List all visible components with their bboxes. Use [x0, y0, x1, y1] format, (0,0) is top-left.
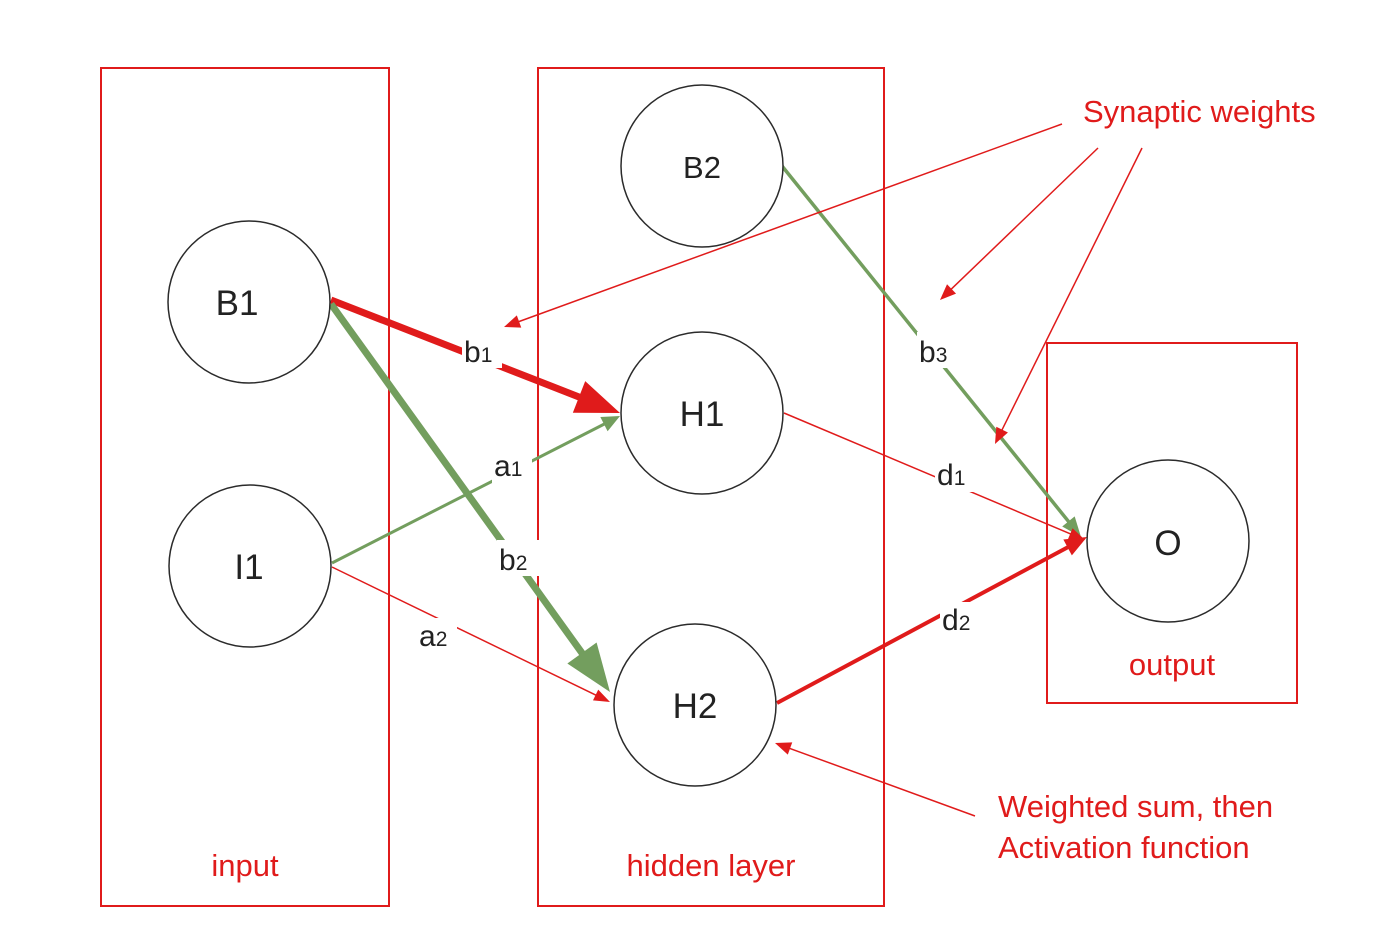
synaptic-pointer-b3-arrowhead [940, 284, 957, 300]
weight-b1-letter: b [464, 336, 481, 369]
weight-b1-index: 1 [481, 344, 493, 367]
node-h1: H1 [620, 331, 784, 495]
weight-b3-letter: b [919, 336, 936, 369]
weighted-sum-pointer-arrowhead [775, 742, 793, 755]
node-h1-label: H1 [680, 395, 725, 434]
weight-label-d2: d2 [940, 602, 980, 638]
edge-b1-h1-line [329, 296, 582, 401]
weighted-sum-annotation-line1: Weighted sum, then [998, 789, 1273, 824]
node-b2-label: B2 [683, 150, 721, 185]
output-layer-box [1046, 342, 1298, 704]
weight-label-a2: a2 [417, 618, 457, 653]
svg-text:a2: a2 [419, 620, 447, 653]
svg-text:b1: b1 [464, 336, 492, 369]
node-b1-circle [167, 220, 331, 384]
edge-h1-o-line [783, 412, 1072, 535]
weight-label-d1: d1 [935, 456, 975, 492]
node-h1-circle [620, 331, 784, 495]
weight-a1-index: 1 [511, 458, 523, 481]
node-b1-label: B1 [216, 284, 259, 323]
node-h2: H2 [613, 623, 777, 787]
weight-label-b3: b3 [917, 332, 959, 369]
svg-text:a1: a1 [494, 450, 522, 483]
node-o: O [1086, 459, 1250, 623]
edge-b1-h2-line [328, 301, 586, 656]
node-o-circle [1086, 459, 1250, 623]
weight-d2-letter: d [942, 604, 959, 637]
node-o-label: O [1154, 524, 1181, 563]
svg-text:d2: d2 [942, 604, 970, 637]
edge-h1-o-arrowhead [1067, 528, 1085, 540]
edge-i1-h2-line [331, 566, 597, 697]
node-h2-label: H2 [673, 687, 718, 726]
synaptic-weights-annotation: Synaptic weights [1083, 94, 1316, 129]
weight-label-b2: b2 [497, 540, 539, 577]
hidden-layer-label: hidden layer [627, 848, 796, 883]
edges-group [328, 123, 1143, 817]
node-b2: B2 [620, 84, 784, 248]
weight-a2-letter: a [419, 620, 436, 653]
edge-b1-h1-arrowhead [572, 381, 620, 413]
hidden-layer-box [537, 67, 885, 907]
input-layer-box [100, 67, 390, 907]
synaptic-pointer-d1-arrowhead [995, 426, 1008, 444]
svg-text:b2: b2 [499, 544, 527, 577]
weight-b2-index: 2 [516, 552, 528, 575]
edge-i1-h1-arrowhead [600, 416, 620, 432]
node-i1: I1 [168, 484, 332, 648]
synaptic-pointer-b1-line [517, 123, 1063, 323]
weight-d1-letter: d [937, 459, 954, 492]
weighted-sum-pointer-line [788, 747, 976, 817]
weight-b2-letter: b [499, 544, 516, 577]
node-b2-circle [620, 84, 784, 248]
node-b1: B1 [167, 220, 331, 384]
weight-b3-index: 3 [936, 344, 948, 367]
weight-a1-letter: a [494, 450, 511, 483]
edge-i1-h1-line [331, 422, 606, 565]
synaptic-pointer-b1-arrowhead [504, 315, 522, 328]
edge-i1-h2-arrowhead [592, 689, 610, 702]
weight-a2-index: 2 [436, 628, 448, 651]
node-i1-label: I1 [234, 548, 263, 587]
weight-label-b1: b1 [462, 332, 502, 369]
node-i1-circle [168, 484, 332, 648]
weight-label-a1: a1 [492, 448, 532, 484]
edge-h2-o-arrowhead [1063, 537, 1087, 556]
weighted-sum-annotation-line2: Activation function [998, 830, 1250, 865]
synaptic-pointer-d1-line [1001, 147, 1143, 431]
weight-d2-index: 2 [959, 612, 971, 635]
synaptic-pointer-b3-line [950, 147, 1099, 291]
node-h2-circle [613, 623, 777, 787]
edge-h2-o-line [776, 545, 1070, 705]
input-layer-label: input [211, 848, 279, 883]
edge-b1-h2-arrowhead [567, 642, 610, 692]
svg-text:d1: d1 [937, 459, 965, 492]
weight-d1-index: 1 [954, 467, 966, 490]
output-layer-label: output [1129, 647, 1216, 682]
svg-text:b3: b3 [919, 336, 947, 369]
